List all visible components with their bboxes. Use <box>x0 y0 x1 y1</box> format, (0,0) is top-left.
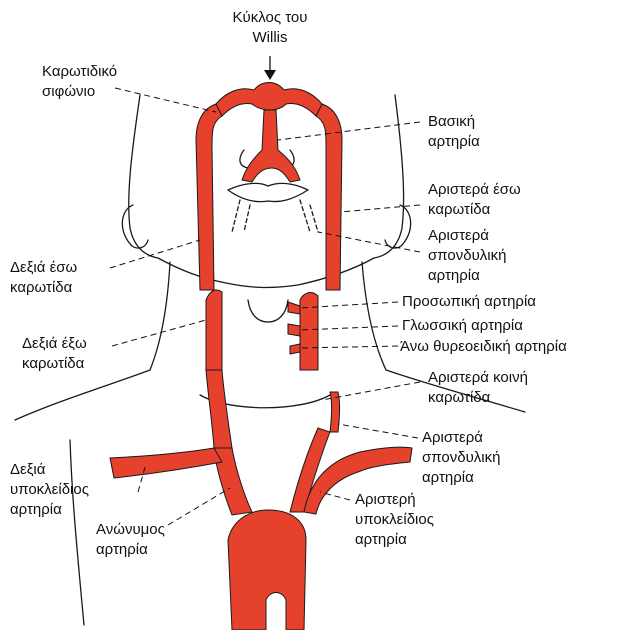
leader-left-vertebral-lower <box>338 424 418 438</box>
label-left-vertebral-lower: Αριστερά σπονδυλική αρτηρία <box>422 428 500 488</box>
label-carotid-siphon: Καρωτιδικό σιφώνιο <box>42 62 117 102</box>
head-outline-right <box>374 95 404 258</box>
label-line: αρτηρία <box>428 266 506 286</box>
label-innominate-artery: Ανώνυμος αρτηρία <box>96 520 165 560</box>
label-line: καρωτίδα <box>22 354 87 374</box>
label-line: αρτηρία <box>422 468 500 488</box>
label-line: Αριστερά <box>422 428 500 448</box>
label-right-internal-carotid: Δεξιά έσω καρωτίδα <box>10 258 77 298</box>
leader-right-internal-carotid <box>110 240 200 268</box>
label-line: καρωτίδα <box>10 278 77 298</box>
label-line: υποκλείδιος <box>355 510 434 530</box>
leader-carotid-siphon <box>115 88 216 112</box>
label-left-subclavian: Αριστερή υποκλείδιος αρτηρία <box>355 490 434 550</box>
label-circle-of-willis: Κύκλος του Willis <box>210 8 330 48</box>
label-line: καρωτίδα <box>428 388 528 408</box>
aortic-arch <box>228 510 306 630</box>
label-line: σιφώνιο <box>42 82 117 102</box>
neck-left <box>362 262 386 370</box>
label-line: αρτηρία <box>355 530 434 550</box>
basilar-artery-vessel <box>242 110 300 182</box>
label-facial-artery: Προσωπική αρτηρία <box>402 292 536 312</box>
label-right-subclavian: Δεξιά υποκλείδιος αρτηρία <box>10 460 89 520</box>
label-line: Δεξιά έξω <box>22 334 87 354</box>
label-line: Καρωτιδικό <box>42 62 117 82</box>
label-line: Βασική <box>428 112 480 132</box>
leader-innominate <box>168 488 230 525</box>
facial-branch <box>288 302 300 314</box>
label-line: Κύκλος του <box>210 8 330 28</box>
mouth <box>228 183 308 201</box>
label-line: σπονδυλική <box>422 448 500 468</box>
leader-left-common-carotid <box>322 382 420 400</box>
right-carotid-neck <box>206 290 222 370</box>
label-line: Ανώνυμος <box>96 520 165 540</box>
head-outline <box>129 95 158 258</box>
lingual-branch <box>288 324 300 336</box>
left-carotid-neck <box>300 293 318 370</box>
label-right-external-carotid: Δεξιά έξω καρωτίδα <box>22 334 87 374</box>
label-line: Willis <box>210 28 330 48</box>
label-line: αρτηρία <box>10 500 89 520</box>
shoulder-right <box>15 370 150 420</box>
label-superior-thyroid-artery: Άνω θυρεοειδική αρτηρία <box>400 337 567 357</box>
label-line: Δεξιά έσω <box>10 258 77 278</box>
label-left-vertebral-upper: Αριστερά σπονδυλική αρτηρία <box>428 226 506 286</box>
label-line: Αριστερά κοινή <box>428 368 528 388</box>
right-subclavian-artery <box>110 448 222 478</box>
label-line: Αριστερή <box>355 490 434 510</box>
label-left-common-carotid: Αριστερά κοινή καρωτίδα <box>428 368 528 408</box>
label-line: αρτηρία <box>428 132 480 152</box>
label-line: Αριστερά έσω <box>428 180 521 200</box>
superior-thyroid-branch <box>290 344 300 354</box>
label-line: αρτηρία <box>96 540 165 560</box>
thyroid-cartilage <box>248 300 288 322</box>
label-basilar-artery: Βασική αρτηρία <box>428 112 480 152</box>
label-line: Δεξιά <box>10 460 89 480</box>
label-lingual-artery: Γλωσσική αρτηρία <box>402 316 523 336</box>
label-left-internal-carotid: Αριστερά έσω καρωτίδα <box>428 180 521 220</box>
jaw-vessels <box>232 200 318 232</box>
jaw-outline <box>158 258 374 287</box>
right-internal-carotid-vessel <box>196 104 222 290</box>
willis-arrow <box>264 56 276 80</box>
neck-right <box>150 262 170 370</box>
label-line: υποκλείδιος <box>10 480 89 500</box>
label-line: καρωτίδα <box>428 200 521 220</box>
right-common-carotid <box>206 370 232 448</box>
label-line: Αριστερά <box>428 226 506 246</box>
label-line: σπονδυλική <box>428 246 506 266</box>
